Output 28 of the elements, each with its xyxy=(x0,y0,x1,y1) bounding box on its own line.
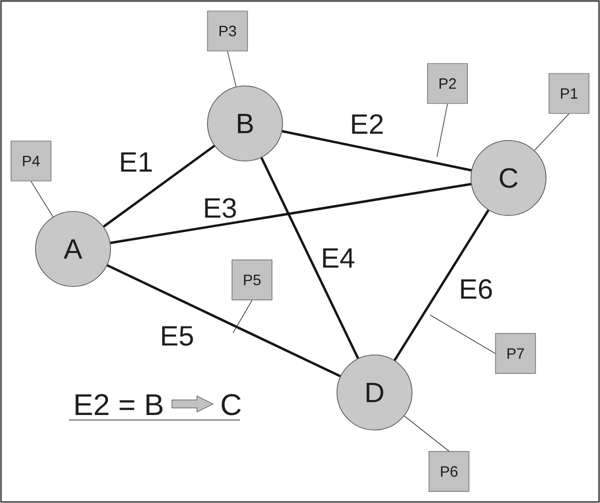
leader-line xyxy=(30,180,54,218)
formula-text: E2 = B xyxy=(76,394,162,415)
edge-label: E4 xyxy=(320,247,356,269)
label-box: P5 xyxy=(232,260,272,300)
formula-text: C xyxy=(222,394,241,416)
leader-line xyxy=(534,113,570,151)
label-box: P7 xyxy=(495,333,536,374)
edge-line xyxy=(260,157,360,359)
edge-label: E5 xyxy=(158,325,196,347)
leader-line xyxy=(227,50,236,87)
leader-line xyxy=(232,300,252,334)
edge-label: E3 xyxy=(202,197,238,219)
leader-line xyxy=(430,314,496,354)
edge-line xyxy=(102,144,216,228)
edge-line xyxy=(394,210,490,361)
label-box: P1 xyxy=(548,73,590,114)
label-box: P4 xyxy=(10,140,52,182)
edge-line xyxy=(106,264,341,378)
leader-line xyxy=(404,416,450,452)
label-box: P2 xyxy=(427,63,468,104)
label-box: P6 xyxy=(428,451,470,492)
edge-line xyxy=(282,130,472,172)
edge-line xyxy=(110,182,472,244)
edge-label: E2 xyxy=(348,113,386,135)
leader-line xyxy=(436,103,448,158)
label-box: P3 xyxy=(207,10,248,52)
edge-label: E1 xyxy=(118,151,154,173)
edge-label: E6 xyxy=(458,278,494,300)
